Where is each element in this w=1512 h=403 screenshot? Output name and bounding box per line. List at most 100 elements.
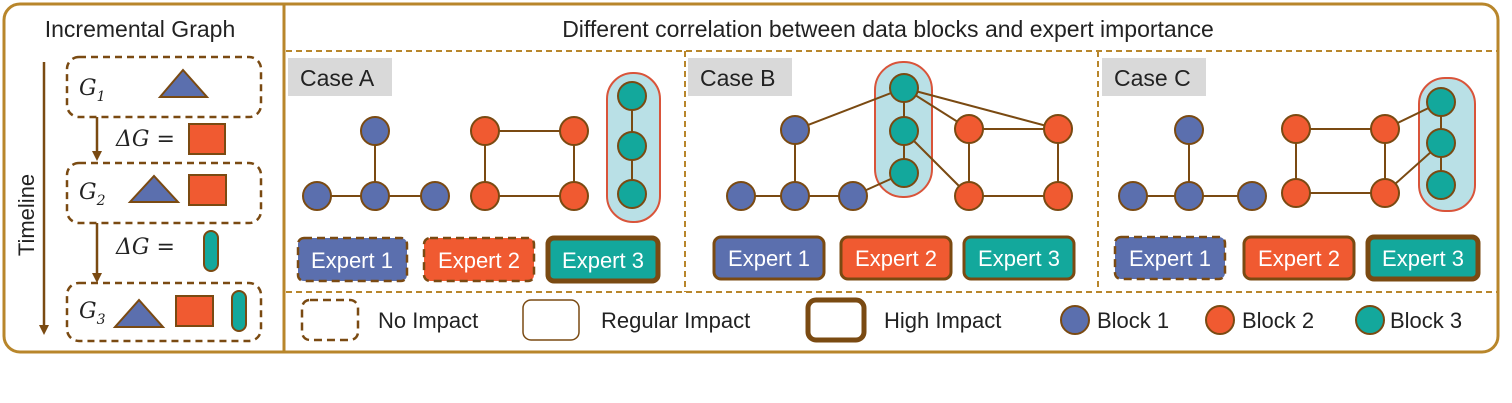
- expert-3-box: [545, 235, 661, 284]
- triangle-shape: [127, 174, 181, 203]
- block-1-node: [780, 181, 810, 211]
- case-a: Case A: [288, 58, 661, 284]
- expert-2-label: Expert 2: [1258, 246, 1340, 271]
- block-2-node: [1281, 114, 1311, 144]
- expert-3-label: Expert 3: [562, 248, 644, 273]
- timeline-label: Timeline: [14, 174, 39, 256]
- legend-regular-impact-label: Regular Impact: [601, 308, 750, 333]
- block-1-node: [1174, 115, 1204, 145]
- legend-no-impact-swatch: [300, 298, 360, 342]
- block-1-node: [726, 181, 756, 211]
- expert-1-box: [712, 235, 826, 281]
- expert-3-box: [1365, 234, 1481, 282]
- block-2-node: [954, 114, 984, 144]
- block-2-node: [470, 181, 500, 211]
- block-1-node: [360, 181, 390, 211]
- block-3-node: [617, 81, 647, 111]
- case-label: Case A: [300, 65, 375, 91]
- block-2-node: [954, 181, 984, 211]
- delta-label-1: ΔG =: [115, 127, 175, 152]
- legend-high-impact-label: High Impact: [884, 308, 1001, 333]
- expert-1-box: [1113, 235, 1227, 281]
- block-3-node: [1426, 128, 1456, 158]
- right-panel-title: Different correlation between data block…: [562, 16, 1214, 42]
- expert-2-label: Expert 2: [438, 248, 520, 273]
- edges: [317, 96, 633, 197]
- expert-3-box: [962, 235, 1076, 281]
- expert-1-label: Expert 1: [311, 248, 393, 273]
- expert-3-label: Expert 3: [1382, 246, 1464, 271]
- block-2-node: [1370, 178, 1400, 208]
- block-2-node: [1043, 114, 1073, 144]
- graph-label: G1: [79, 76, 106, 105]
- block-1-node: [302, 181, 332, 211]
- expert-2-box: [422, 236, 536, 283]
- left-panel: Incremental Graph Timeline G1 ΔG = G2 ΔG…: [14, 16, 263, 343]
- graph-g3: G3: [65, 281, 263, 343]
- graph-g2: G2: [65, 161, 263, 225]
- expert-1-label: Expert 1: [728, 246, 810, 271]
- case-tag: [288, 58, 392, 96]
- delta-label-2: ΔG =: [115, 235, 175, 260]
- rectangle-shape: [188, 174, 227, 206]
- expert-2-box: [839, 235, 953, 281]
- legend-no-impact-label: No Impact: [378, 308, 478, 333]
- legend-block-1-dot: [1060, 305, 1090, 335]
- graph-g1: G1: [65, 55, 263, 119]
- case-tag: [1102, 58, 1206, 96]
- case-label: Case C: [1114, 65, 1191, 91]
- block-3-node: [889, 73, 919, 103]
- capsule-shape: [231, 290, 247, 332]
- case-tag: [688, 58, 792, 96]
- legend-high-impact-swatch: [805, 297, 867, 343]
- rectangle-shape: [175, 295, 214, 327]
- block-2-node: [559, 116, 589, 146]
- capsule-shape: [203, 230, 219, 272]
- block-2-node: [1043, 181, 1073, 211]
- expert-2-label: Expert 2: [855, 246, 937, 271]
- block-2-node: [559, 181, 589, 211]
- legend-block-3-label: Block 3: [1390, 308, 1462, 333]
- graph-box: [65, 55, 263, 119]
- block-3-node: [617, 131, 647, 161]
- legend-block-2-dot: [1205, 305, 1235, 335]
- block-1-node: [420, 181, 450, 211]
- legend-block-2-label: Block 2: [1242, 308, 1314, 333]
- left-panel-title: Incremental Graph: [45, 16, 235, 42]
- graph-box: [65, 161, 263, 225]
- block-1-node: [1118, 181, 1148, 211]
- graph-box: [65, 281, 263, 343]
- expert-1-box: [296, 236, 409, 283]
- right-panel: Different correlation between data block…: [286, 16, 1498, 343]
- block-3-node: [617, 179, 647, 209]
- block-1-node: [1174, 181, 1204, 211]
- block-3-node: [889, 158, 919, 188]
- legend-block-3-dot: [1355, 305, 1385, 335]
- legend: No Impact Regular Impact High Impact Blo…: [300, 297, 1462, 343]
- legend-block-1-label: Block 1: [1097, 308, 1169, 333]
- block-2-node: [1281, 178, 1311, 208]
- block-2-node: [1370, 114, 1400, 144]
- triangle-shape: [157, 68, 210, 98]
- graph-label: G2: [79, 180, 106, 209]
- block-2-node: [470, 116, 500, 146]
- block-1-node: [780, 115, 810, 145]
- rectangle-shape: [188, 123, 226, 155]
- outer-frame: [2, 2, 1500, 354]
- case-label: Case B: [700, 65, 775, 91]
- block-1-node: [360, 116, 390, 146]
- block-1-node: [1237, 181, 1267, 211]
- block-3-node: [889, 116, 919, 146]
- block-3-node: [1426, 87, 1456, 117]
- legend-regular-impact-swatch: [522, 299, 580, 341]
- case-c: Case C: [1102, 58, 1481, 282]
- expert-2-box: [1242, 235, 1356, 281]
- block-1-node: [838, 181, 868, 211]
- expert-1-label: Expert 1: [1129, 246, 1211, 271]
- graph-label: G3: [79, 299, 106, 328]
- block-3-node: [1426, 170, 1456, 200]
- expert-3-label: Expert 3: [978, 246, 1060, 271]
- triangle-shape: [112, 298, 166, 328]
- case-b: Case B: [688, 58, 1076, 281]
